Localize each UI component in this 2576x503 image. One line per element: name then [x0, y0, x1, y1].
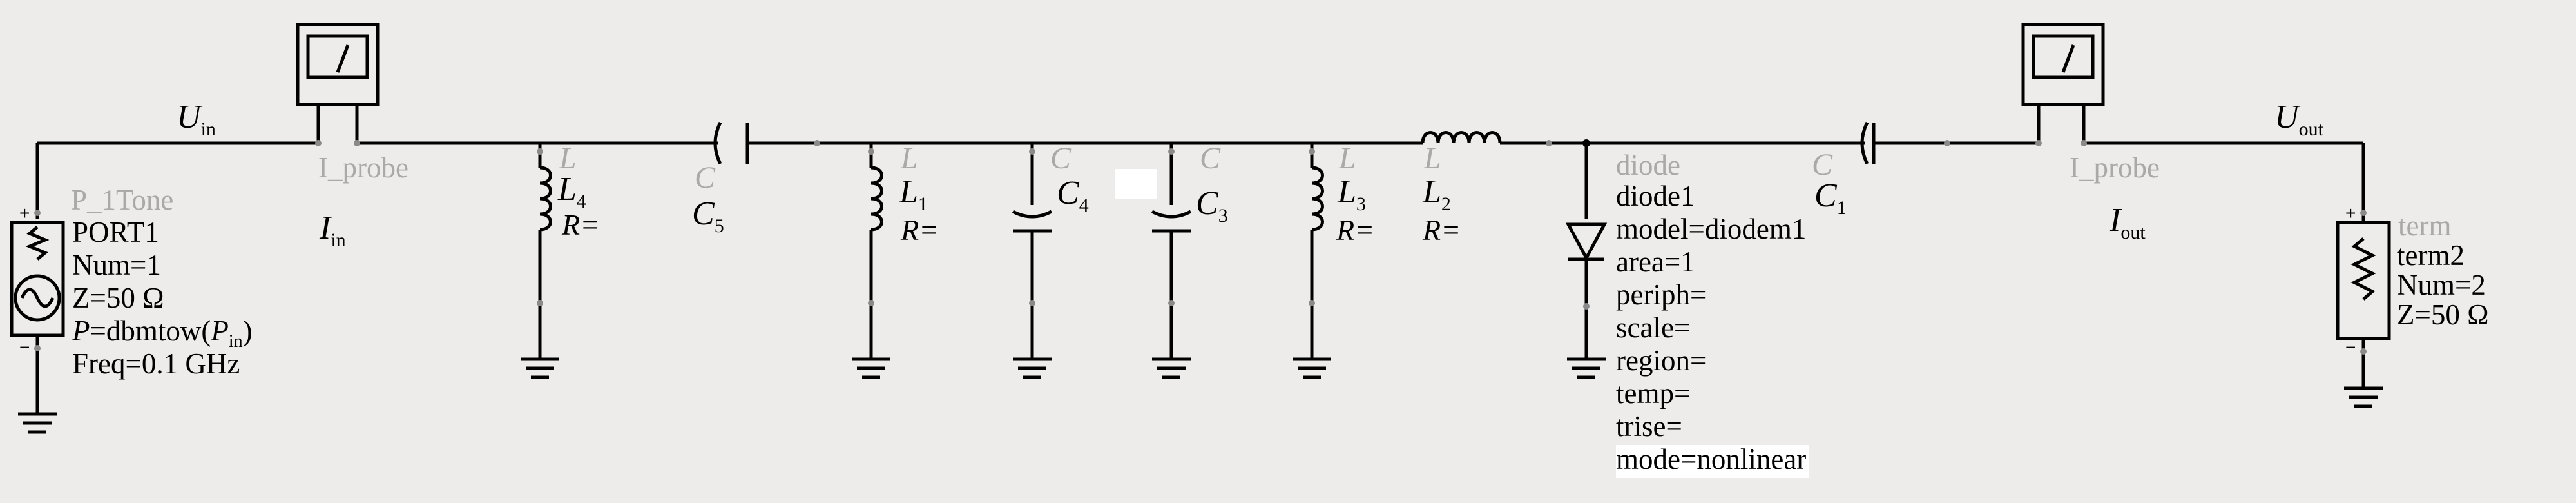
- c4-type-label: C: [1050, 141, 1072, 175]
- l4-label: L4: [558, 171, 586, 212]
- l2-type-label: L: [1424, 141, 1441, 175]
- l2-label: L2: [1423, 173, 1451, 215]
- diode-name: diode1: [1616, 180, 1695, 212]
- c1-type-label: C: [1812, 148, 1833, 182]
- inductor-l1-coil: [870, 166, 883, 232]
- l4-r-label: R=: [562, 208, 601, 241]
- probe2-meter: [2032, 34, 2095, 79]
- term-resistor: [2350, 237, 2376, 301]
- probe2-needle: [2061, 44, 2075, 73]
- diode-periph: periph=: [1616, 279, 1707, 311]
- diode-triangle: [1565, 222, 1608, 262]
- svg-text:−: −: [19, 337, 30, 357]
- probe1-meter: [306, 34, 369, 79]
- c3-label: C3: [1196, 185, 1228, 226]
- diode-model: model=diodem1: [1616, 213, 1807, 245]
- diode-trise: trise=: [1616, 410, 1682, 442]
- svg-text:+: +: [19, 203, 30, 223]
- term-type-label: term: [2398, 210, 2452, 242]
- source-name: PORT1: [72, 216, 159, 248]
- i-out-label: Iout: [2110, 202, 2146, 243]
- svg-text:−: −: [2345, 337, 2356, 357]
- l1-r-label: R=: [901, 213, 939, 246]
- l2-r-label: R=: [1423, 213, 1461, 246]
- l1-type-label: L: [901, 141, 918, 175]
- source-circle: [14, 274, 61, 322]
- capacitor-c3-curve: [1151, 210, 1192, 219]
- c5-type-label: C: [695, 161, 716, 195]
- diode-area: area=1: [1616, 246, 1695, 278]
- inductor-l2-coil: [1421, 131, 1502, 144]
- l3-label: L3: [1338, 173, 1366, 215]
- diode-temp: temp=: [1616, 377, 1691, 409]
- u-out-label: Uout: [2274, 99, 2323, 140]
- diode-region: region=: [1616, 344, 1707, 377]
- l3-type-label: L: [1339, 141, 1356, 175]
- probe2-box: [2021, 23, 2105, 106]
- inductor-l3-coil: [1311, 166, 1324, 232]
- diode-params: diode1 model=diodem1 area=1 periph= scal…: [1616, 182, 1809, 478]
- source-params: PORT1 Num=1 Z=50 Ω P=dbmtow(Pin) Freq=0.…: [72, 218, 253, 382]
- svg-text:+: +: [2345, 203, 2356, 223]
- source-sine: [20, 288, 55, 308]
- term-params: term2 Num=2 Z=50 Ω: [2397, 241, 2489, 330]
- l1-label: L1: [899, 173, 928, 215]
- diode-scale: scale=: [1616, 311, 1691, 344]
- u-in-label: Uin: [177, 99, 216, 140]
- ground-symbols: [18, 357, 2383, 434]
- c4-label: C4: [1057, 175, 1089, 216]
- probe1-needle: [336, 44, 350, 73]
- c1-label: C1: [1814, 177, 1847, 219]
- source-type-label: P_1Tone: [71, 184, 174, 216]
- l4-type-label: L: [559, 141, 577, 175]
- diode-mode: mode=nonlinear: [1616, 445, 1809, 478]
- term-name: term2: [2397, 239, 2465, 271]
- diode-type-label: diode: [1616, 149, 1680, 181]
- term-impedance: Z=50 Ω: [2397, 299, 2489, 331]
- inductor-l4-coil: [539, 166, 552, 232]
- white-patch: [1115, 169, 1157, 199]
- probe1-label: I_probe: [318, 152, 409, 184]
- probe2-label: I_probe: [2070, 152, 2160, 184]
- c5-label: C5: [692, 195, 724, 237]
- source-freq: Freq=0.1 GHz: [72, 348, 240, 380]
- l3-r-label: R=: [1336, 213, 1375, 246]
- i-in-label: Iin: [320, 210, 346, 251]
- source-impedance: Z=50 Ω: [72, 282, 164, 314]
- probe1-box: [296, 23, 380, 106]
- source-num: Num=1: [72, 249, 161, 281]
- source-power: P=dbmtow(Pin): [72, 315, 253, 351]
- c3-type-label: C: [1200, 141, 1221, 175]
- capacitor-c4-curve: [1012, 210, 1053, 219]
- term-num: Num=2: [2397, 269, 2486, 301]
- source-resistor: [25, 226, 50, 261]
